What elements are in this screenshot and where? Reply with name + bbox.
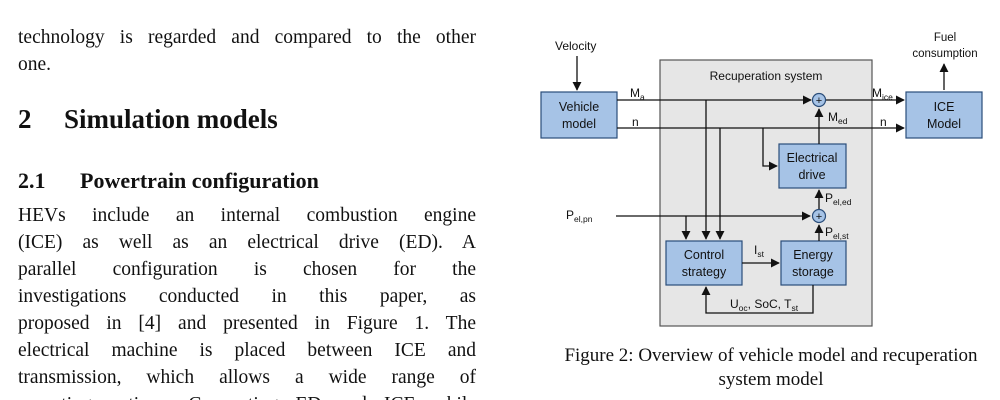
mice-main: M xyxy=(872,86,882,100)
mice-label: Mice xyxy=(872,86,893,102)
section-heading: 2 Simulation models xyxy=(18,104,278,135)
power-sum-junction xyxy=(811,208,827,224)
intro-paragraph: technology is regarded and compared to t… xyxy=(18,24,476,78)
electrical-drive-block xyxy=(778,143,847,189)
pelst-main: P xyxy=(825,225,833,239)
body-line: electrical machine is placed between ICE… xyxy=(18,340,476,361)
ma-main: M xyxy=(630,86,640,100)
mice-sub: ice xyxy=(882,92,893,102)
torque-sum-symbol: + xyxy=(816,95,822,107)
body-line: transmission, which allows a wide range … xyxy=(18,367,476,388)
pelst-label: Pel,st xyxy=(825,225,849,241)
caption-line: system model xyxy=(718,369,824,390)
feedback-t-sub: st xyxy=(791,303,798,313)
med-sub: ed xyxy=(838,116,848,126)
vehicle-model-label-line2: model xyxy=(562,117,596,131)
recuperation-diagram-svg: Recuperation system Vehicle model ICE Mo… xyxy=(540,32,983,327)
torque-sum-junction xyxy=(811,92,827,108)
body-line: proposed in [4] and presented in Figure … xyxy=(18,313,476,334)
system-title: Recuperation system xyxy=(710,69,823,83)
pel-pn-main: P xyxy=(566,208,574,222)
body-line: HEVs include an internal combustion engi… xyxy=(18,205,476,226)
intro-line: technology is regarded and compared to t… xyxy=(18,27,476,48)
section-title: Simulation models xyxy=(64,104,278,134)
ist-label: Ist xyxy=(754,243,765,259)
feedback-label: Uoc, SoC, Tst xyxy=(730,297,799,313)
peled-sub: el,ed xyxy=(833,197,852,207)
velocity-label: Velocity xyxy=(555,39,596,53)
feedback-u-sub: oc xyxy=(739,303,749,313)
body-line: (ICE) as well as an electrical drive (ED… xyxy=(18,232,476,253)
power-sum-symbol: + xyxy=(816,211,822,223)
body-line: operating options. Connecting ED and ICE… xyxy=(18,391,476,400)
ma-label: Ma xyxy=(630,86,645,102)
control-strategy-label-line1: Control xyxy=(684,248,724,262)
pel-pn-sub: el,pn xyxy=(574,214,593,224)
control-strategy-block xyxy=(665,240,743,286)
electrical-drive-label-line2: drive xyxy=(798,168,825,182)
fuel-label-line1: Fuel xyxy=(934,32,956,44)
ice-model-label-line2: Model xyxy=(927,117,961,131)
energy-storage-label-line1: Energy xyxy=(793,248,833,262)
med-label: Med xyxy=(828,110,848,126)
section-number: 2 xyxy=(18,104,32,134)
feedback-arrow xyxy=(701,285,814,314)
n-to-drive-arrow xyxy=(762,128,778,171)
vehicle-model-label-line1: Vehicle xyxy=(559,100,599,114)
ist-sub: st xyxy=(757,249,764,259)
feedback-mid: , SoC, T xyxy=(748,297,792,311)
pel-pn-label: Pel,pn xyxy=(566,208,593,224)
intro-line: one. xyxy=(18,54,52,75)
energy-storage-block xyxy=(780,240,847,286)
vehicle-model-block xyxy=(540,91,618,139)
control-strategy-label-line2: strategy xyxy=(682,265,727,279)
feedback-u: U xyxy=(730,297,739,311)
electrical-drive-label-line1: Electrical xyxy=(787,151,838,165)
n-left-label: n xyxy=(632,115,639,129)
peled-main: P xyxy=(825,191,833,205)
body-line: parallel configuration is chosen for the xyxy=(18,259,476,280)
figure-caption: Figure 2: Overview of vehicle model and … xyxy=(532,344,1000,392)
ice-model-block xyxy=(905,91,983,139)
peled-label: Pel,ed xyxy=(825,191,852,207)
subsection-heading: 2.1 Powertrain configuration xyxy=(18,168,319,194)
body-line: investigations conducted in this paper, … xyxy=(18,286,476,307)
ist-main: I xyxy=(754,243,757,257)
energy-storage-label-line2: storage xyxy=(792,265,834,279)
n-right-label: n xyxy=(880,115,887,129)
subsection-title: Powertrain configuration xyxy=(80,168,319,193)
figure-diagram: Recuperation system Vehicle model ICE Mo… xyxy=(540,26,1000,336)
pelst-sub: el,st xyxy=(833,231,849,241)
caption-line: Figure 2: Overview of vehicle model and … xyxy=(564,345,978,366)
ice-model-label-line1: ICE xyxy=(934,100,955,114)
fuel-label-line2: consumption xyxy=(912,48,977,60)
body-paragraph: HEVs include an internal combustion engi… xyxy=(18,202,476,400)
ma-sub: a xyxy=(640,92,645,102)
med-main: M xyxy=(828,110,838,124)
subsection-number: 2.1 xyxy=(18,168,46,193)
